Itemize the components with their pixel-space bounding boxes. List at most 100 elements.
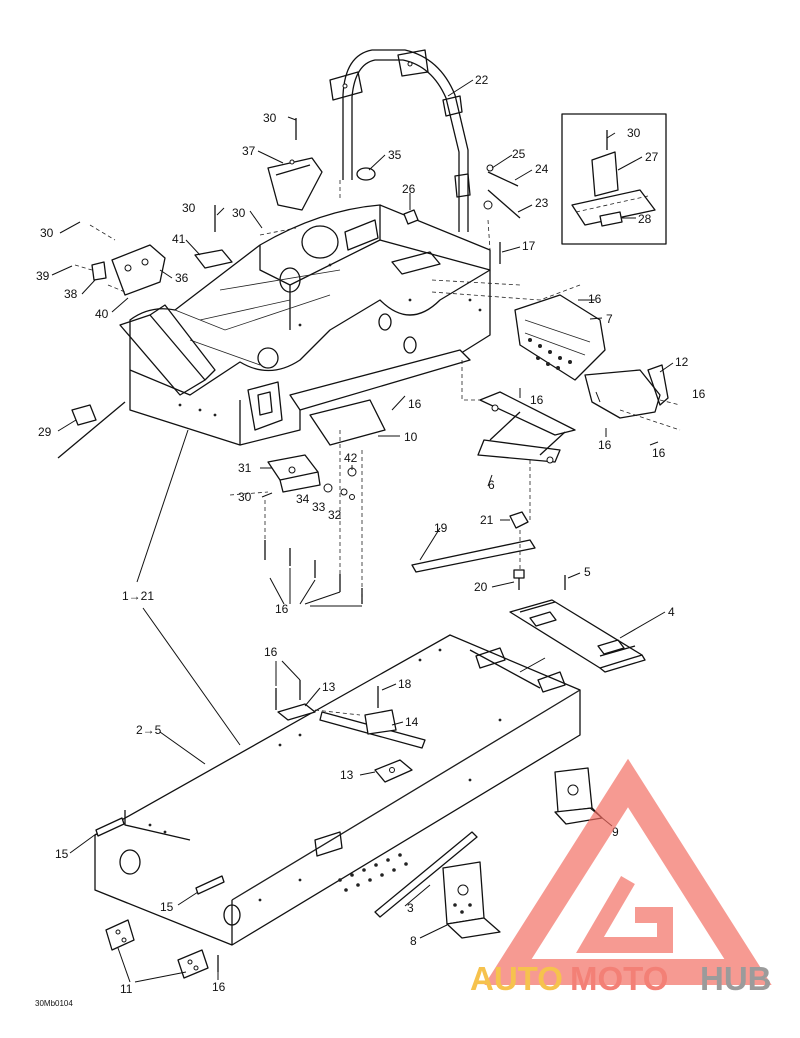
upper-frame-assembly bbox=[119, 204, 491, 446]
callout-4: 4 bbox=[668, 605, 675, 619]
callout-42: 42 bbox=[344, 451, 358, 465]
callout-35: 35 bbox=[388, 148, 402, 162]
callout-16: 16 bbox=[652, 446, 666, 460]
callout-9: 9 bbox=[612, 825, 619, 839]
callout-30: 30 bbox=[182, 201, 196, 215]
part-9-bracket bbox=[554, 767, 603, 825]
callout-30: 30 bbox=[40, 226, 54, 240]
part-10-brace bbox=[247, 349, 471, 446]
part-22-steering-loop bbox=[329, 49, 471, 232]
part-6-front-arm bbox=[477, 391, 576, 464]
part-36-block bbox=[111, 244, 166, 296]
callout-26: 26 bbox=[402, 182, 416, 196]
part-23-24-25-bolts bbox=[483, 164, 521, 219]
part-31-bracket bbox=[267, 454, 357, 500]
housing-holes bbox=[528, 338, 572, 370]
callout-28: 28 bbox=[638, 212, 652, 226]
callout-15: 15 bbox=[55, 847, 69, 861]
callout-23: 23 bbox=[535, 196, 549, 210]
callout-15: 15 bbox=[160, 900, 174, 914]
callout-38: 38 bbox=[64, 287, 78, 301]
part-12-end-bracket bbox=[584, 364, 669, 419]
part-4-plate bbox=[509, 599, 646, 673]
callout-16: 16 bbox=[598, 438, 612, 452]
part-38-clip bbox=[91, 261, 107, 281]
watermark-auto: AUTO bbox=[470, 960, 563, 997]
callout-13: 13 bbox=[340, 768, 354, 782]
callout-5: 5 bbox=[584, 565, 591, 579]
callout-13: 13 bbox=[322, 680, 336, 694]
callout-16: 16 bbox=[264, 645, 278, 659]
callout-40: 40 bbox=[95, 307, 109, 321]
assembly-lines bbox=[74, 180, 681, 716]
part-7-bumper-housing bbox=[514, 294, 606, 381]
part-26-nut bbox=[403, 209, 419, 225]
part-20-bolt bbox=[513, 569, 525, 590]
callout-21: 21 bbox=[480, 513, 494, 527]
callout-16: 16 bbox=[530, 393, 544, 407]
callout-16: 16 bbox=[408, 397, 422, 411]
callout-31: 31 bbox=[238, 461, 252, 475]
part-13-bracket-lower bbox=[374, 759, 413, 783]
part-14-crossbar bbox=[319, 709, 426, 749]
part-37-cover bbox=[267, 157, 323, 211]
callout-29: 29 bbox=[38, 425, 52, 439]
part-8-bracket bbox=[442, 861, 501, 939]
callout-12: 12 bbox=[675, 355, 689, 369]
callout-37: 37 bbox=[242, 144, 256, 158]
part-35-grommet bbox=[356, 167, 376, 181]
callout-30: 30 bbox=[263, 111, 277, 125]
callout-30: 30 bbox=[627, 126, 641, 140]
automotohub-watermark: AUTO MOTO HUB bbox=[470, 758, 772, 997]
part-29-rod bbox=[57, 401, 126, 459]
tunnel-holes bbox=[148, 648, 502, 902]
callout-41: 41 bbox=[172, 232, 186, 246]
watermark-moto: MOTO bbox=[570, 960, 668, 997]
callout-16: 16 bbox=[275, 602, 289, 616]
figure-code: 30Mb0104 bbox=[35, 999, 73, 1008]
part-11-pad-lower bbox=[177, 949, 209, 979]
callout-39: 39 bbox=[36, 269, 50, 283]
watermark-hub: HUB bbox=[700, 960, 772, 997]
callout-20: 20 bbox=[474, 580, 488, 594]
callout-30: 30 bbox=[232, 206, 246, 220]
callout-16: 16 bbox=[588, 292, 602, 306]
callout-7: 7 bbox=[606, 312, 613, 326]
callout-6: 6 bbox=[488, 478, 495, 492]
callout-16: 16 bbox=[212, 980, 226, 994]
callout-2-5: 2→5 bbox=[136, 723, 162, 737]
detail-inset-box bbox=[561, 113, 667, 245]
callout-30: 30 bbox=[238, 490, 252, 504]
callout-27: 27 bbox=[645, 150, 659, 164]
part-15-strip-lower bbox=[195, 875, 225, 895]
callout-22: 22 bbox=[475, 73, 489, 87]
lower-tunnel-assembly bbox=[94, 634, 581, 946]
callout-32: 32 bbox=[328, 508, 342, 522]
part-3-rail bbox=[374, 831, 478, 918]
callout-17: 17 bbox=[522, 239, 536, 253]
callout-16: 16 bbox=[692, 387, 706, 401]
rivets-16 bbox=[214, 118, 566, 972]
frame-rivets bbox=[178, 263, 482, 417]
callout-25: 25 bbox=[512, 147, 526, 161]
callout-18: 18 bbox=[398, 677, 412, 691]
callout-36: 36 bbox=[175, 271, 189, 285]
callout-8: 8 bbox=[410, 934, 417, 948]
callout-33: 33 bbox=[312, 500, 326, 514]
callout-24: 24 bbox=[535, 162, 549, 176]
callout-34: 34 bbox=[296, 492, 310, 506]
part-11-pad-upper bbox=[105, 919, 135, 951]
part-15-strip-upper bbox=[95, 817, 125, 837]
callout-1-21: 1→21 bbox=[122, 589, 154, 603]
part-21-nut bbox=[509, 511, 529, 529]
callout-10: 10 bbox=[404, 430, 418, 444]
callout-11: 11 bbox=[120, 982, 133, 996]
watermark-logo-triangle-icon bbox=[484, 758, 772, 985]
part-41-plate bbox=[194, 249, 233, 269]
callout-labels: 22 30 37 35 26 25 24 23 17 30 30 30 41 3… bbox=[35, 73, 706, 1008]
callout-3: 3 bbox=[407, 901, 414, 915]
callout-14: 14 bbox=[405, 715, 419, 729]
callout-19: 19 bbox=[434, 521, 448, 535]
leader-lines bbox=[51, 79, 674, 983]
